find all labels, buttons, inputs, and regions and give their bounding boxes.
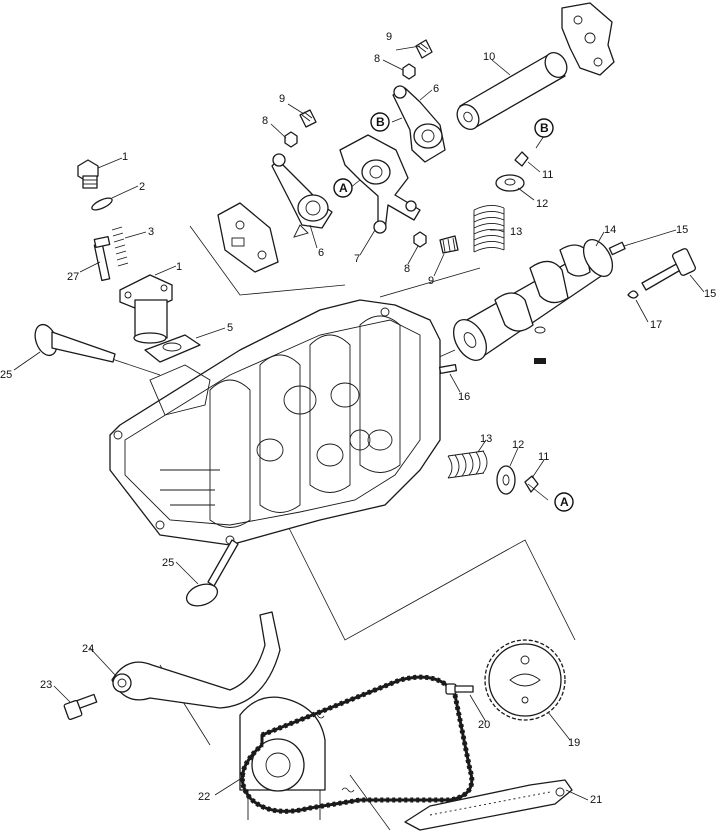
part-number-label: 25 [162,557,174,569]
gasket [144,334,201,363]
part-number-label: 25 [0,369,12,381]
rocker-arm-right [392,85,446,163]
valve-keeper-upper [514,151,529,167]
part-number-label: 24 [82,643,94,655]
part-number-label: 16 [458,391,470,403]
part-number-label: 1 [122,151,128,163]
part-number-label: 8 [404,263,410,275]
part-number-label: 11 [542,169,553,181]
cylinder-head [109,299,441,546]
part-number-label: 9 [428,275,434,287]
part-number-label: 13 [510,226,522,238]
valve-keeper-lower [524,475,539,493]
part-number-label: 19 [568,737,580,749]
dowel-pin-head [438,364,458,374]
valve-upper [34,323,116,363]
adjuster-set-left [284,109,317,148]
part-number-label: 10 [483,51,495,63]
rocker-bracket-right [561,2,615,76]
sprocket-bolt [445,683,474,695]
guide-bolt [63,693,98,720]
part-number-label: 2 [139,181,145,193]
camshaft [452,239,614,364]
dowel-pin-cam [608,241,626,256]
bolt [93,235,111,282]
callout-letter: A [560,495,569,509]
chain-tensioner [119,274,173,344]
plug-bolt [77,159,99,189]
adjuster-set-top [402,39,433,80]
part-number-label: 23 [40,679,52,691]
part-number-label: 17 [650,319,662,331]
part-number-label: 6 [318,247,324,259]
part-number-label: 12 [536,198,548,210]
adjuster-set-right [413,231,459,254]
cam-sprocket [484,639,566,721]
valve-spring-upper [473,205,505,253]
part-number-label: 6 [433,83,439,95]
part-number-label: 13 [480,433,492,445]
chain-guide-lower [404,779,573,831]
reference-callout-b-upper: B [370,112,390,132]
reference-callout-b-right: B [534,118,554,138]
timing-chain [239,674,475,814]
part-number-label: 20 [478,719,490,731]
part-number-label: 15 [704,288,716,300]
spring-clip [627,290,639,299]
o-ring [91,197,113,211]
part-number-label: 1 [176,261,182,273]
part-number-label: 12 [512,439,524,451]
valve-lower [185,539,239,607]
callout-letter: A [339,181,348,195]
decompression-shaft [641,248,696,291]
rocker-arm-center [339,134,421,234]
reference-callout-a-lower: A [554,492,574,512]
valve-retainer-lower [496,465,516,495]
part-number-label: 21 [590,794,602,806]
part-number-label: 9 [386,31,392,43]
part-number-label: 27 [67,271,79,283]
valve-spring-lower [447,450,488,479]
part-number-labels: 1 2 3 27 1 5 25 9 8 10 9 8 6 6 7 8 9 11 … [0,31,716,806]
part-number-label: 5 [227,322,233,334]
rocker-shaft [456,52,568,130]
part-number-label: 11 [538,451,549,463]
leader-lines [13,45,705,801]
part-number-label: 9 [279,93,285,105]
part-number-label: 8 [262,115,268,127]
reference-callout-a-upper: A [333,178,353,198]
part-number-label: 22 [198,791,210,803]
rocker-arm-left [271,153,333,238]
rocker-support-left [217,202,279,273]
callout-letter: B [540,121,549,135]
chain-guide [111,611,281,709]
part-number-label: 14 [604,224,616,236]
part-number-label: 7 [354,253,360,265]
part-number-label: 15 [676,224,688,236]
part-number-label: 3 [148,226,154,238]
callout-letter: B [376,115,385,129]
tensioner-spring [111,226,129,267]
valve-retainer-upper [495,174,525,192]
part-number-label: 8 [374,53,380,65]
